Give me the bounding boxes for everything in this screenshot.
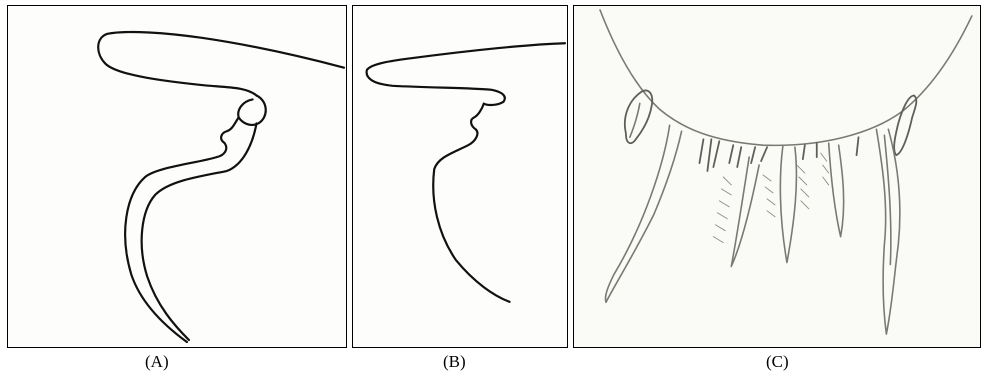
mandible-a-illustration (8, 6, 346, 347)
center-left-prong (731, 157, 759, 266)
right-palp (894, 95, 916, 155)
margin-teeth (699, 137, 858, 171)
center-right-prong (829, 143, 844, 236)
setae-hairs (713, 153, 828, 242)
right-prong (876, 129, 899, 334)
panel-b-drawing (352, 5, 568, 348)
mandible-a-hook (238, 95, 265, 124)
caption-a: (A) (145, 352, 169, 372)
mandible-a-upper-outline (98, 32, 344, 95)
center-prong (780, 145, 796, 262)
mandible-a-lower-blade (142, 123, 257, 340)
panel-c-drawing (573, 5, 981, 348)
mandible-b-upper-outline (367, 43, 565, 105)
mouthparts-c-illustration (574, 6, 980, 347)
left-prong (605, 125, 681, 302)
panel-a-drawing (7, 5, 347, 348)
head-capsule-outline (600, 10, 972, 145)
left-palp-inner (630, 103, 640, 137)
mandible-b-illustration (353, 6, 567, 347)
caption-c: (C) (766, 352, 789, 372)
caption-b: (B) (443, 352, 466, 372)
mandible-b-teeth (433, 104, 509, 302)
